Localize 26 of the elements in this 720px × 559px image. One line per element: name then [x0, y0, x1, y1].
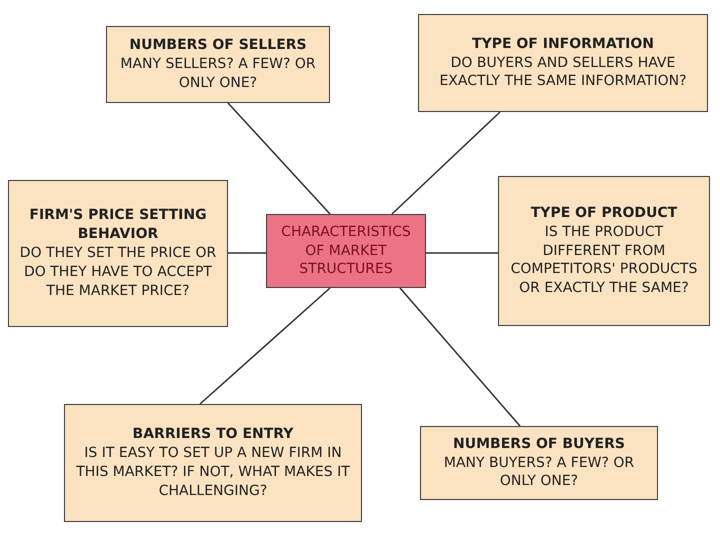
- connector-line: [227, 102, 331, 214]
- topic-question: IS IT EASY TO SET UP A NEW FIRM IN THIS MARKET? IF NOT, WHAT MAKES IT CHALLENGING?: [75, 444, 351, 501]
- topic-heading: NUMBERS OF SELLERS: [129, 36, 307, 56]
- connector-line: [200, 287, 330, 405]
- topic-question: MANY BUYERS? A FEW? OR ONLY ONE?: [442, 454, 636, 492]
- topic-heading: TYPE OF INFORMATION: [472, 34, 654, 54]
- central-topic-box: [266, 214, 426, 288]
- topic-heading: NUMBERS OF BUYERS: [453, 434, 625, 454]
- topic-question: DO BUYERS AND SELLERS HAVE EXACTLY THE SAME INFORMATION?: [438, 54, 688, 92]
- topic-box: [64, 404, 362, 522]
- topic-box: [420, 426, 658, 500]
- topic-question: MANY SELLERS? A FEW? OR ONLY ONE?: [119, 55, 317, 93]
- topic-question: DO THEY SET THE PRICE OR DO THEY HAVE TO ACCEPT THE MARKET PRICE?: [18, 244, 218, 301]
- topic-box: [418, 14, 708, 112]
- topic-box: [8, 180, 228, 327]
- central-topic-text: CHARACTERISTICS OF MARKET STRUCTURES: [280, 222, 412, 280]
- topic-heading: TYPE OF PRODUCT: [530, 204, 678, 223]
- connector-line: [399, 288, 521, 426]
- connector-line: [391, 111, 501, 215]
- connector-line: [228, 252, 266, 254]
- topic-box: [106, 26, 330, 103]
- topic-heading: BARRIERS TO ENTRY: [132, 425, 294, 444]
- topic-question: IS THE PRODUCT DIFFERENT FROM COMPETITORS' PRODUCTS OR EXACTLY THE SAME?: [510, 222, 698, 298]
- connector-line: [426, 252, 498, 254]
- topic-box: [498, 176, 710, 326]
- topic-heading: FIRM'S PRICE SETTING BEHAVIOR: [28, 206, 208, 244]
